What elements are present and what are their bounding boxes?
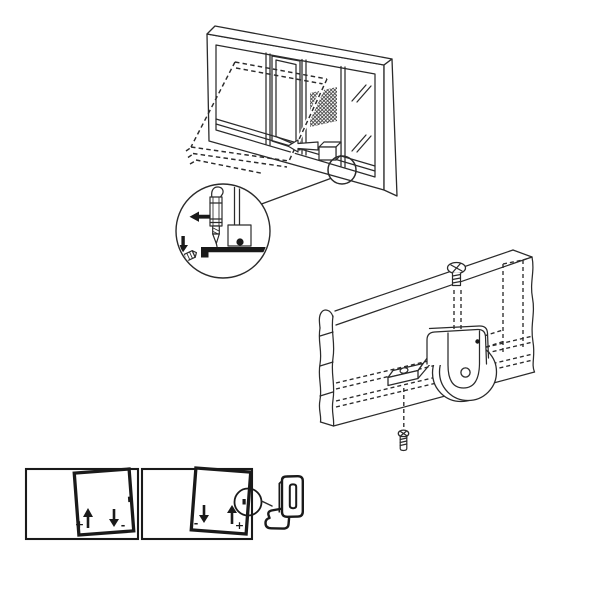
housing-depth-edge [428, 325, 490, 359]
detail-circle [175, 183, 271, 279]
push-left-arrow-icon [189, 211, 211, 222]
callout-leader-line [260, 500, 273, 507]
roller-location-callout-circle [327, 155, 357, 185]
keeper-part-figure [264, 475, 304, 530]
raise-arrow-icon [83, 508, 93, 528]
right-cut-edge [530, 256, 536, 373]
back-top-edge [334, 249, 514, 312]
housing-wheel-notch [447, 330, 481, 389]
top-lip-hook [318, 309, 334, 329]
channel-profile [318, 249, 536, 427]
top-end-cut [512, 249, 533, 258]
lower-arrow-icon [199, 505, 209, 523]
raise-plus-label: + [235, 519, 244, 532]
roller-housing-outline [426, 328, 488, 365]
housing-body-fill [427, 329, 487, 365]
callout-leader-line [260, 177, 332, 205]
wheel-hub-hole [460, 367, 471, 378]
roller-box [318, 141, 342, 161]
screw-alignment-dashes [453, 290, 462, 331]
left-front-edge [331, 315, 335, 427]
track-rail-bar [201, 247, 266, 258]
top-screw-icon [446, 261, 467, 287]
profile-rungs [319, 331, 335, 427]
window-overview-figure [185, 25, 398, 205]
frame-stile-lines [233, 185, 241, 226]
bottom-front-edge [332, 371, 536, 427]
front-top-edge [335, 256, 533, 326]
roller-assembly-figure [318, 249, 536, 452]
keeper-callout-circle [233, 487, 263, 517]
glass-reflection-lines [351, 84, 372, 153]
window-frame-right-face [383, 58, 398, 197]
panel-latch-dot [242, 499, 246, 505]
lower-minus-label: - [121, 519, 126, 532]
window-frame-inner-opening [215, 44, 376, 178]
left-cut-edge [318, 327, 322, 423]
mounting-tab [387, 362, 424, 387]
slide-direction-arrow-icon [287, 139, 319, 153]
lower-minus-label: - [194, 517, 199, 530]
adjuster-tool [209, 186, 224, 248]
sash-bottom-block [227, 224, 252, 247]
lower-arrow-icon [109, 509, 119, 527]
bottom-screw-icon [397, 429, 410, 452]
raise-arrow-icon [227, 505, 237, 524]
panel-latch-dot [127, 496, 132, 503]
roller-adjustment-detail-figure [175, 183, 271, 279]
raise-plus-label: + [75, 518, 84, 531]
keeper-slot [288, 483, 298, 510]
roller-dot [236, 238, 244, 246]
tab-screw-hole [399, 367, 409, 374]
housing-rivet-dot [475, 339, 480, 344]
adjustment-figure-left: + - [24, 467, 140, 541]
adjustment-figure-right: - + [140, 466, 273, 541]
